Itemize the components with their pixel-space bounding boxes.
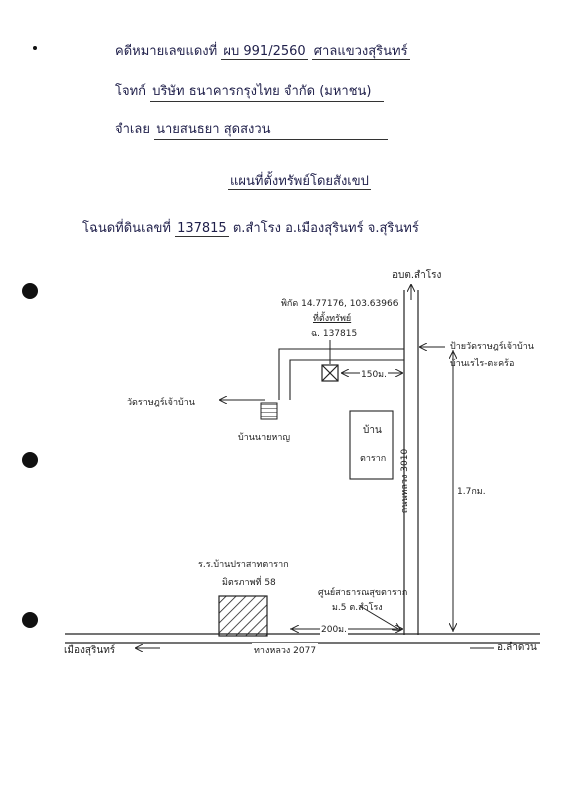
property-marker	[321, 364, 339, 382]
deed-number: 137815	[175, 221, 229, 237]
road-vertical-label: ถนนหลวง 3010	[400, 448, 410, 514]
temple-marker	[260, 402, 278, 420]
school-label-1: ร.ร.บ้านปราสาทตาราก	[198, 560, 289, 570]
sign-label-2: บ้านเรไร-ตะคร้อ	[450, 359, 515, 369]
case-label: คดีหมายเลขแดงที่	[115, 44, 218, 59]
dist-vertical-label: 1.7กม.	[457, 487, 486, 497]
village-box	[349, 410, 394, 480]
court-name: ศาลแขวงสุรินทร์	[311, 44, 410, 60]
defendant-name: นายสนธยา สุดสงวน	[154, 118, 389, 140]
map-title-text: แผนที่ตั้งทรัพย์โดยสังเขป	[228, 174, 371, 190]
dist-to-road-label: 150ม.	[360, 367, 388, 381]
punch-hole-1	[22, 283, 38, 299]
plaintiff-name: บริษัท ธนาคารกรุงไทย จำกัด (มหาชน)	[150, 80, 385, 102]
dist-bottom-label: 200ม.	[320, 622, 348, 636]
plaintiff-label: โจทก์	[115, 84, 147, 99]
road-bottom-label: ทางหลวง 2077	[252, 643, 319, 657]
soi-inner	[289, 359, 404, 400]
east-destination: อ.ลำดวน	[497, 642, 537, 653]
west-destination: เมืองสุรินทร์	[64, 645, 116, 656]
school-marker	[218, 595, 268, 637]
deed-prefix: โฉนดที่ดินเลขที่	[82, 221, 171, 236]
deed-location: ต.สำโรง อ.เมืองสุรินทร์ จ.สุรินทร์	[232, 221, 419, 236]
health-label-1: ศูนย์สาธารณสุขตาราก	[318, 588, 408, 598]
plaintiff-line: โจทก์ บริษัท ธนาคารกรุงไทย จำกัด (มหาชน)	[115, 80, 385, 102]
property-deed-label: ฉ. 137815	[311, 329, 358, 339]
abt-label: อบต.สำโรง	[392, 270, 442, 281]
soi-outer	[278, 348, 404, 400]
health-label-2: ม.5 ต.สำโรง	[332, 603, 383, 613]
deed-line: โฉนดที่ดินเลขที่ 137815 ต.สำโรง อ.เมืองส…	[82, 217, 419, 238]
case-number: ผบ 991/2560	[221, 44, 308, 60]
bullet-mark	[33, 46, 37, 50]
defendant-label: จำเลย	[115, 122, 150, 137]
sign-label-1: ป้ายวัดราษฎร์เจ้าบ้าน	[450, 342, 534, 352]
map-title: แผนที่ตั้งทรัพย์โดยสังเขป	[228, 170, 371, 191]
punch-hole-2	[22, 452, 38, 468]
case-line: คดีหมายเลขแดงที่ ผบ 991/2560 ศาลแขวงสุริ…	[115, 40, 410, 61]
punch-hole-3	[22, 612, 38, 628]
village-label-1: บ้าน	[363, 425, 382, 436]
defendant-line: จำเลย นายสนธยา สุดสงวน	[115, 118, 389, 140]
village-label-2: ตาราก	[360, 454, 387, 464]
house-label: บ้านนายหาญ	[238, 433, 291, 443]
property-label: ที่ตั้งทรัพย์	[313, 314, 352, 324]
coords-label: พิกัด 14.77176, 103.63966	[281, 299, 399, 309]
school-label-2: มิตรภาพที่ 58	[222, 578, 276, 588]
health-center-pointer	[359, 605, 400, 630]
temple-label: วัดราษฎร์เจ้าบ้าน	[127, 398, 195, 408]
